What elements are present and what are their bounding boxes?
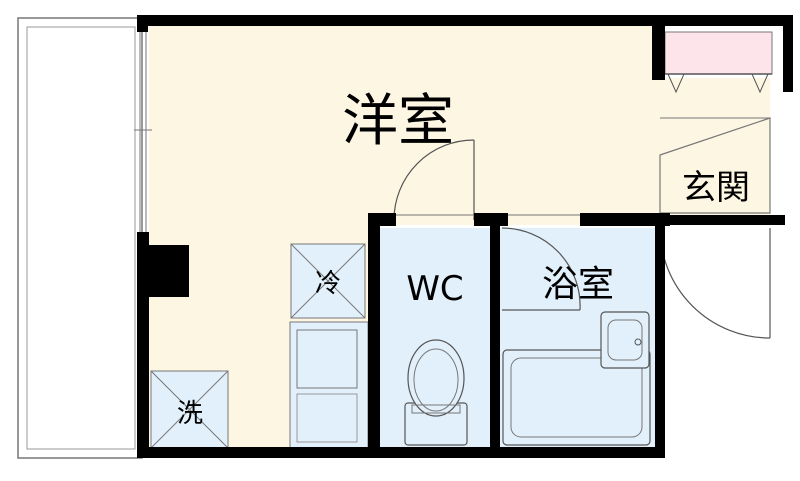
fridge-space	[290, 243, 366, 319]
bathroom-label: 浴室	[542, 264, 614, 305]
western-room-label: 洋室	[342, 89, 454, 154]
bathtub-fixture	[502, 349, 651, 446]
fridge-label: 冷	[315, 269, 341, 299]
shoe-box	[664, 31, 773, 94]
balcony	[17, 17, 143, 459]
entrance-label: 玄関	[682, 168, 750, 208]
entrance-floor	[659, 117, 771, 214]
washer-label: 洗	[177, 399, 203, 429]
wash-basin-fixture	[600, 311, 650, 369]
window	[134, 30, 152, 232]
walls	[137, 15, 793, 458]
sill-lines	[396, 117, 770, 216]
kitchen-counter	[289, 321, 369, 450]
toilet-fixture	[404, 339, 468, 446]
wc-label: WC	[406, 269, 463, 309]
door-swings	[393, 139, 771, 339]
